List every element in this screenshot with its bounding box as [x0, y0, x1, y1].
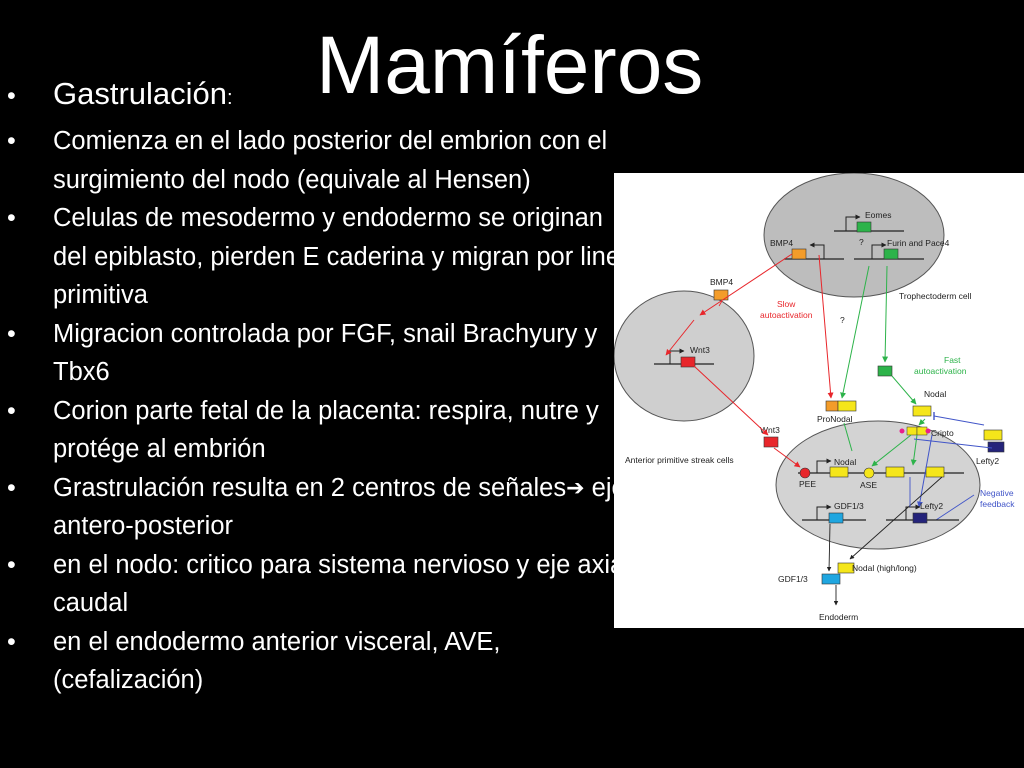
nodal-high-long-box: [837, 562, 855, 574]
bullet-text: Comienza en el lado posterior del embrio…: [53, 127, 608, 194]
wnt3-protein-box: [763, 436, 779, 448]
cripto-receptor-box: [906, 426, 918, 436]
gdf13-gene-box: [828, 512, 844, 524]
eomes-label: Eomes: [865, 210, 891, 220]
slow-label: Slow: [777, 299, 796, 309]
wnt3-gene-box: [680, 356, 696, 368]
bullet-item: • en el endodermo anterior visceral, AVE…: [0, 623, 640, 700]
bullet-marker: •: [7, 396, 16, 425]
bmp4-gene-box: [791, 248, 807, 260]
bullet-item: • Celulas de mesodermo y endodermo se or…: [0, 199, 640, 315]
nodal-gene-box-2: [885, 466, 905, 478]
trophectoderm-label: Trophectoderm cell: [899, 291, 972, 301]
bullet-text: en el endodermo anterior visceral, AVE,(…: [53, 627, 501, 695]
lefty2-gene-box: [912, 512, 928, 524]
pronodal-orange-box: [825, 400, 839, 412]
nodal-high-label: Nodal (high/long): [852, 563, 917, 573]
bullet-item: • Gastrulación:: [0, 70, 640, 122]
pronodal-label: ProNodal: [817, 414, 853, 424]
lefty2-inner-label: Lefty2: [920, 501, 943, 511]
negative-feedback-label: feedback: [980, 499, 1015, 509]
furin-label: Furin and Pace4: [887, 238, 950, 248]
pee-element: [799, 467, 811, 479]
bullet-item: • Comienza en el lado posterior del embr…: [0, 122, 640, 199]
bullet-text: Migracion controlada por FGF, snail Brac…: [53, 319, 598, 387]
bullet-marker: •: [7, 550, 16, 579]
ase-element: [863, 467, 875, 479]
gdf13-protein-box: [821, 573, 841, 585]
bmp4-protein-box: [713, 289, 729, 301]
bullet-marker: •: [7, 204, 16, 232]
bullet-text: Gastrulación: [53, 76, 228, 111]
eomes-gene-box: [856, 221, 872, 233]
bullet-item: • Grastrulación resulta en 2 centros de …: [0, 469, 640, 546]
bullet-colon: :: [227, 87, 233, 109]
bmp4-inner-label: BMP4: [770, 238, 793, 248]
bmp4-outer-label: BMP4: [710, 277, 733, 287]
trophectoderm-cell: [763, 173, 945, 298]
bullet-marker: •: [7, 627, 16, 656]
bullet-marker: •: [7, 127, 16, 155]
furin-gene-box: [883, 248, 899, 260]
slide-title: Mamíferos: [316, 20, 704, 111]
signaling-diagram: Eomes BMP4 ? Furin and Pace4 Trophectode…: [614, 173, 1024, 628]
anterior-primitive-streak-cell: [614, 290, 755, 422]
nodal-protein-green-box: [877, 365, 893, 377]
bullet-text: Grastrulación resulta en 2 centros de se…: [53, 473, 567, 502]
question-mark-2: ?: [840, 315, 845, 325]
endoderm-label: Endoderm: [819, 612, 858, 622]
nodal-top-label: Nodal: [924, 389, 946, 399]
bullet-text: en el nodo: critico para sistema nervios…: [53, 550, 630, 618]
lefty2-protein-box: [987, 441, 1005, 453]
bullet-marker: •: [7, 473, 16, 502]
cripto-label: Cripto: [931, 428, 954, 438]
bullet-list: • Gastrulación: • Comienza en el lado po…: [0, 70, 640, 700]
fast-autoactivation-label: autoactivation: [914, 366, 967, 376]
fast-label: Fast: [944, 355, 961, 365]
arrow-right-icon: ➔: [566, 474, 585, 500]
bullet-text: Celulas de mesodermo y endodermo se orig…: [53, 204, 635, 309]
bullet-item: • Corion parte fetal de la placenta: res…: [0, 392, 640, 469]
bullet-marker: •: [7, 319, 16, 348]
diagram-svg: Eomes BMP4 ? Furin and Pace4 Trophectode…: [614, 173, 1015, 622]
cripto-star-2: [899, 428, 905, 434]
ase-label: ASE: [860, 480, 877, 490]
bullet-item: • Migracion controlada por FGF, snail Br…: [0, 315, 640, 392]
gdf13-outer-label: GDF1/3: [778, 574, 808, 584]
cripto-star: [925, 428, 931, 434]
nodal-gene-box-3: [925, 466, 945, 478]
bullet-item: • en el nodo: critico para sistema nervi…: [0, 546, 640, 623]
nodal-gene-box: [829, 466, 849, 478]
pronodal-yellow-box: [837, 400, 857, 412]
lefty2-outer-label: Lefty2: [976, 456, 999, 466]
lefty2-yellow-box: [983, 429, 1003, 441]
slow-autoactivation-label: autoactivation: [760, 310, 813, 320]
bullet-marker: •: [7, 82, 16, 110]
bullet-text: Corion parte fetal de la placenta: respi…: [53, 396, 599, 464]
pee-label: PEE: [799, 479, 816, 489]
anterior-streak-label: Anterior primitive streak cells: [625, 455, 734, 465]
wnt3-inner-label: Wnt3: [690, 345, 710, 355]
nodal-gene-label: Nodal: [834, 457, 856, 467]
nodal-protein-box: [912, 405, 932, 417]
negative-label: Negative: [980, 488, 1014, 498]
wnt3-outer-label: Wnt3: [760, 425, 780, 435]
gdf13-inner-label: GDF1/3: [834, 501, 864, 511]
question-mark: ?: [859, 237, 864, 247]
